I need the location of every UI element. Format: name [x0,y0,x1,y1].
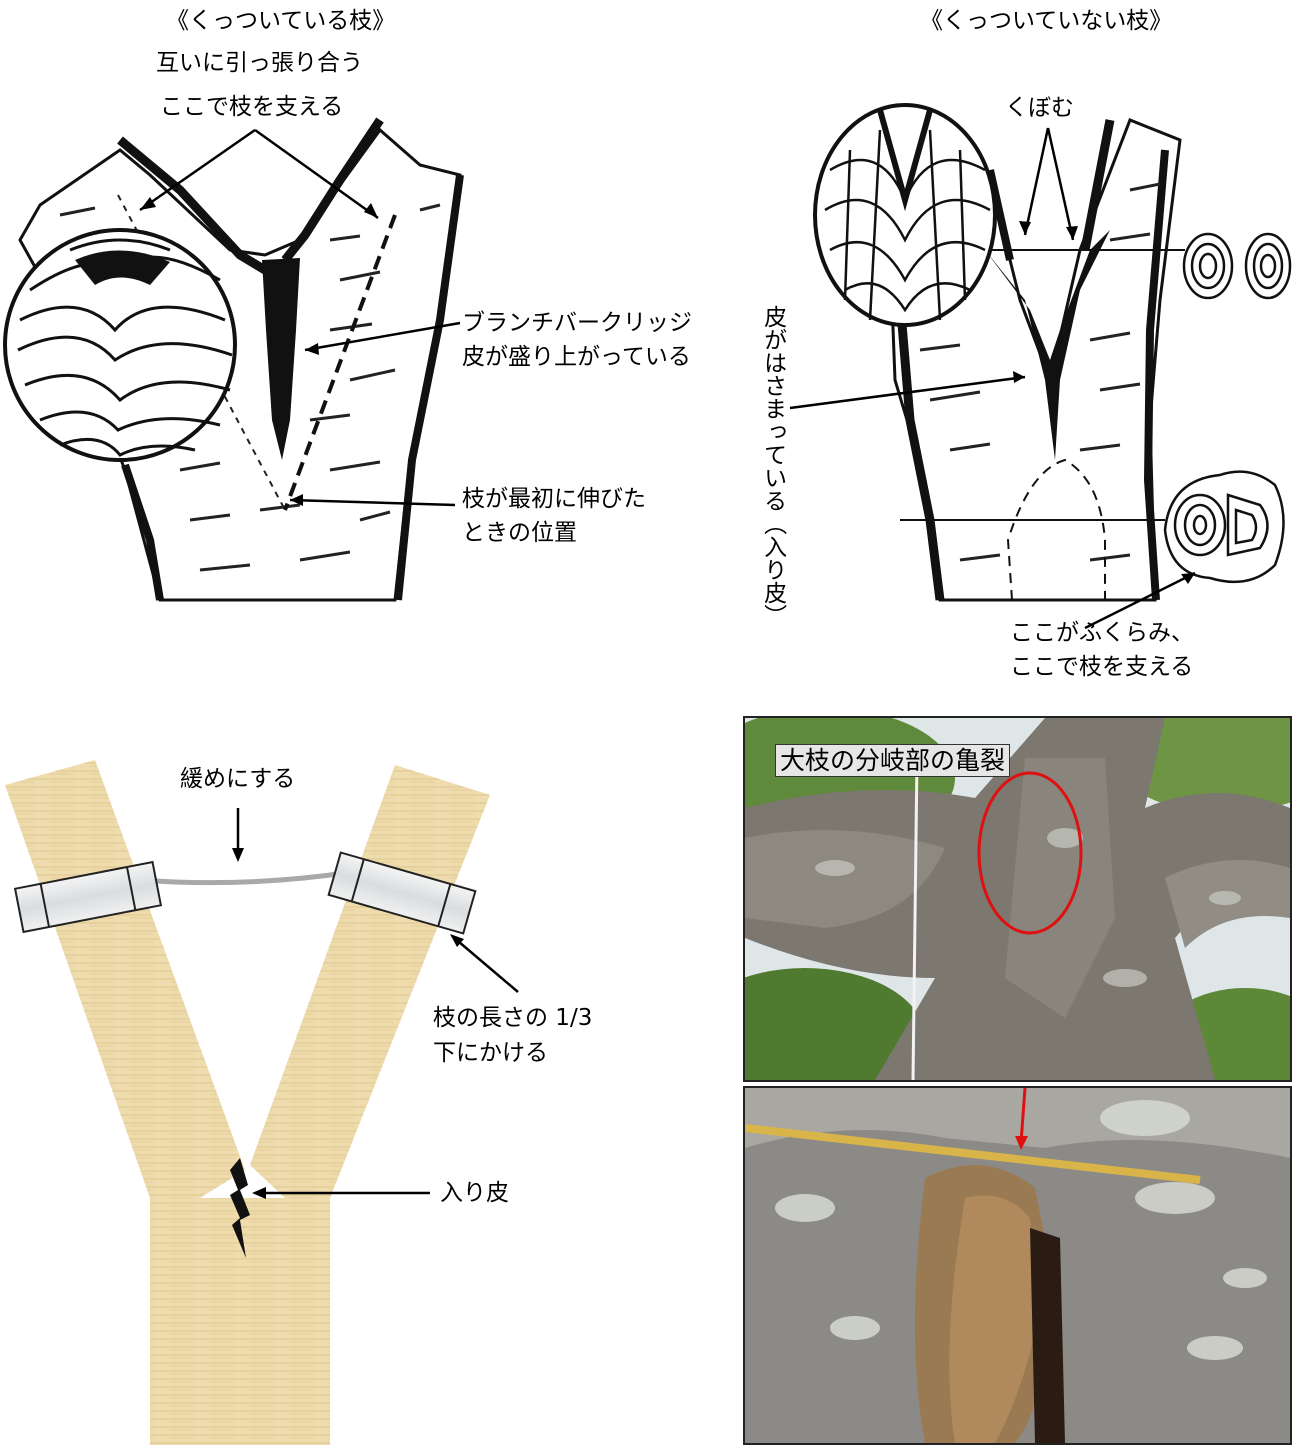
one-third-label-1: 枝の長さの 1/3 [433,1005,592,1033]
photo-caption: 大枝の分岐部の亀裂 [775,744,1010,777]
included-bark-label: 入り皮 [440,1180,509,1208]
loosen-label: 緩めにする [180,766,295,794]
one-third-label-2: 下にかける [433,1040,548,1068]
crack-overview-photo: 大枝の分岐部の亀裂 [743,716,1292,1082]
crack-closeup-image [745,1088,1290,1443]
crack-closeup-photo [743,1086,1292,1445]
